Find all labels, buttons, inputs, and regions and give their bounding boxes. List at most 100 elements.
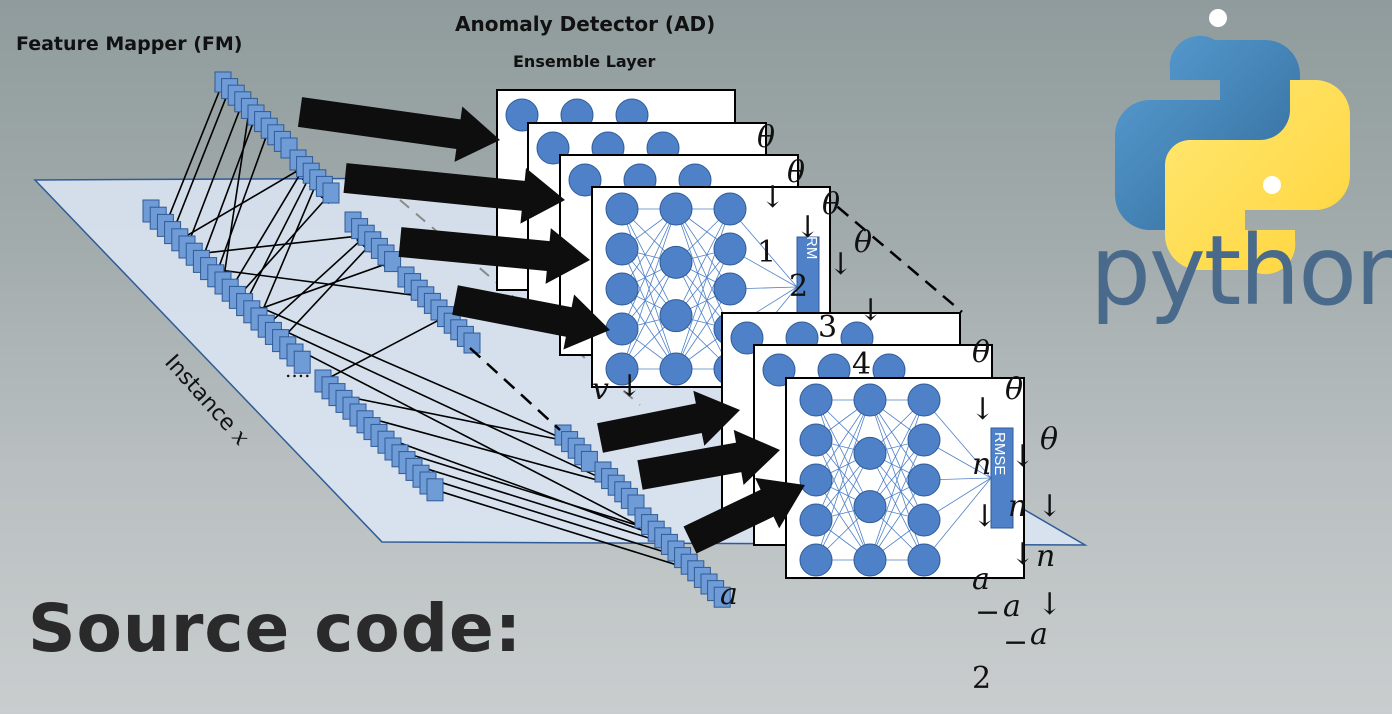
neuron — [605, 192, 639, 226]
synapse — [869, 399, 925, 507]
n-label-2: 𝑛 — [1008, 489, 1028, 524]
number-2: 2 — [789, 269, 809, 304]
arrow-label-1: ↓ — [760, 180, 786, 215]
mapping-line — [251, 259, 394, 313]
theta-label-6: 𝜃 — [1005, 372, 1024, 407]
block-arrow — [597, 390, 740, 453]
synapse — [815, 399, 871, 507]
mapping-line — [357, 414, 618, 488]
synapse — [621, 208, 677, 330]
neuron — [713, 272, 747, 306]
instance-feature-cell — [293, 350, 311, 374]
synapse — [675, 248, 731, 370]
mapping-line — [420, 475, 684, 560]
number-3: 3 — [818, 310, 838, 345]
mapping-line — [406, 461, 671, 547]
mapping-line — [378, 434, 664, 540]
neuron — [799, 463, 833, 497]
dashed-guides — [469, 191, 963, 431]
synapse — [815, 439, 871, 561]
mapping-line — [236, 192, 332, 298]
anomaly-detector-title: Anomaly Detector (AD) — [455, 12, 716, 36]
neuron — [799, 383, 833, 417]
neuron — [659, 192, 693, 226]
source-code-heading: Source code: — [28, 590, 523, 667]
block-arrow — [683, 477, 805, 554]
block-arrow — [343, 163, 565, 224]
ensemble-layer-title: Ensemble Layer — [513, 52, 656, 71]
synapse — [621, 248, 677, 370]
neuron — [605, 352, 639, 386]
theta-label-3: 𝜃 — [822, 187, 841, 222]
arrow-label-5: ↓ — [970, 392, 996, 427]
block-arrow — [297, 97, 500, 162]
mapping-line — [336, 393, 571, 446]
neuron — [605, 232, 639, 266]
neuron — [605, 312, 639, 346]
neuron — [907, 383, 941, 417]
neuron — [907, 543, 941, 577]
neuron — [713, 232, 747, 266]
mapping-line — [186, 100, 245, 248]
mapping-line — [265, 234, 368, 327]
synapse — [869, 439, 925, 561]
mapping-line — [194, 230, 368, 255]
feature-mapper-subvectors — [214, 71, 731, 608]
arrow-label-6: ↓ — [1010, 439, 1036, 474]
neuron — [605, 272, 639, 306]
a-label-1: 𝑎 — [972, 562, 990, 597]
feature-mapper-cell — [384, 251, 402, 273]
arrow-label-9: ↓ — [1010, 537, 1036, 572]
neuron — [853, 436, 887, 470]
minus-label-1: − — [975, 595, 1001, 630]
synapse — [923, 399, 992, 479]
feature-mapper-cell — [463, 332, 481, 354]
autoencoder-7 — [785, 377, 1025, 579]
synapse — [815, 453, 871, 561]
neuron — [659, 352, 693, 386]
rmse-label: RMSE — [991, 432, 1008, 476]
a-label-2: 𝑎 — [1003, 589, 1021, 624]
theta-label-1: 𝜃 — [757, 120, 776, 155]
arrow-label-8: ↓ — [972, 499, 998, 534]
feature-mapper-cell — [580, 450, 598, 472]
number-2-bottom: 2 — [972, 661, 992, 696]
arrow-label-4: ↓ — [858, 293, 884, 328]
synapse — [675, 208, 731, 316]
mapping-line — [392, 448, 658, 534]
instance-vector-continued — [314, 369, 444, 502]
neuron — [799, 503, 833, 537]
mapping-line — [222, 107, 254, 284]
synapse — [923, 477, 992, 561]
mapping-line — [280, 240, 374, 342]
synapse — [729, 208, 798, 288]
mapping-line — [215, 127, 272, 277]
number-4: 4 — [852, 347, 872, 382]
arrow-label-v: ↓ — [617, 369, 643, 404]
neuron — [907, 423, 941, 457]
mapping-line — [208, 267, 427, 302]
mapping-line — [258, 178, 320, 320]
theta-label-5: 𝜃 — [972, 335, 991, 370]
block-arrow — [452, 285, 610, 350]
synapse — [869, 399, 925, 521]
python-logo-icon — [1115, 9, 1350, 275]
a-label-fm: 𝑎 — [720, 577, 738, 612]
neuron — [799, 423, 833, 457]
n-label-1: 𝑛 — [972, 447, 992, 482]
number-1: 1 — [757, 235, 777, 270]
neuron — [799, 543, 833, 577]
mapping-line — [434, 489, 697, 574]
feature-mapper-title: Feature Mapper (FM) — [16, 33, 243, 55]
mapping-line — [258, 318, 618, 487]
theta-label-4: 𝜃 — [854, 225, 873, 260]
synapse — [621, 262, 677, 370]
neuron — [907, 503, 941, 537]
synapse — [869, 453, 925, 561]
mapping-line — [322, 315, 447, 382]
mapping-line — [237, 296, 571, 443]
mapping-line — [229, 165, 306, 291]
instance-vector — [142, 199, 311, 374]
python-wordmark: python — [1090, 215, 1392, 327]
